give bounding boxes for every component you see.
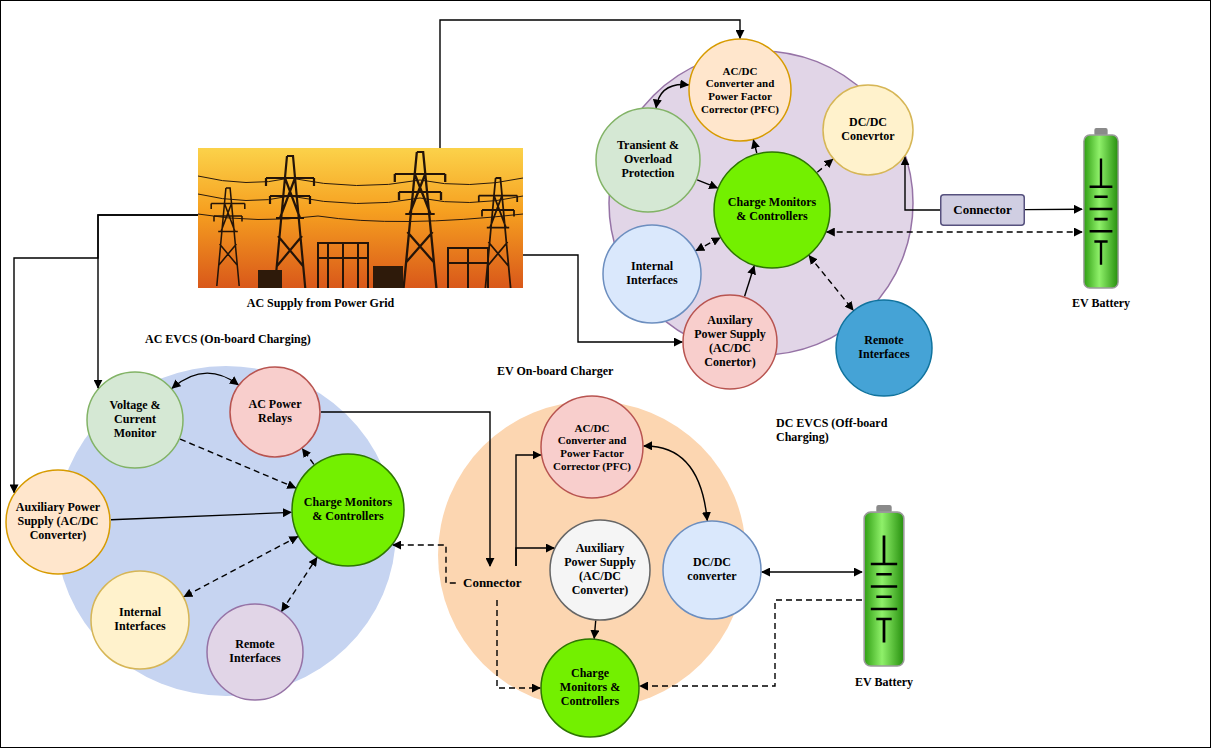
component-circle: Charge Monitors & Controllers	[291, 453, 405, 567]
battery-body	[1084, 135, 1118, 288]
picture-caption: AC Supply from Power Grid	[158, 296, 483, 310]
component-circle: Auxiliary Power Supply (AC/DC Converter)	[5, 469, 111, 575]
circle-shape	[714, 152, 830, 268]
circle-shape	[230, 367, 320, 457]
component-circle: Internal Interfaces	[602, 224, 702, 324]
component-circle: Remote Interfaces	[206, 603, 304, 701]
battery-body	[864, 512, 904, 666]
battery-icon	[1082, 128, 1120, 290]
circle-shape	[87, 372, 183, 468]
component-circle: Charge Monitors & Controllers	[713, 151, 831, 269]
pylon	[479, 178, 517, 288]
substation	[318, 243, 488, 288]
picture-node: AC Supply from Power Grid	[198, 148, 523, 288]
component-circle: Auxilary Power Supply (AC/DC Conertor)	[682, 294, 778, 390]
connector-label: Connector	[953, 202, 1012, 218]
component-circle: Auxiliary Power Supply (AC/DC Converter)	[549, 519, 651, 621]
picture-caption: EV Battery	[839, 675, 929, 689]
component-circle: AC Power Relays	[229, 366, 321, 458]
circle-label: AC Power Relays	[238, 398, 312, 426]
power-link	[762, 571, 862, 572]
power-link	[98, 215, 198, 388]
connector-box: Connector	[456, 566, 529, 600]
circle-label: Voltage & Current Monitor	[96, 399, 174, 440]
circle-shape	[207, 604, 303, 700]
group-region: EV On-board ChargerAC/DC Converter and P…	[437, 400, 747, 710]
label-holder: EV On-board Charger	[497, 364, 657, 378]
circle-shape	[541, 396, 643, 498]
circle-label: Remote Interfaces	[216, 638, 294, 666]
component-circle: Remote Interfaces	[835, 299, 933, 397]
sunset-sky	[198, 148, 523, 288]
component-circle: Voltage & Current Monitor	[86, 371, 184, 469]
circle-shape	[689, 39, 791, 141]
component-circle: Transient & Overload Protection	[595, 107, 701, 213]
transformer	[258, 270, 282, 288]
circle-shape	[683, 295, 777, 389]
power-grid-photo	[198, 148, 523, 288]
pylon	[211, 188, 245, 286]
picture-node: EV Battery	[1082, 128, 1120, 290]
group-label: DC EVCS (Off-board Charging)	[776, 416, 906, 445]
circle-label: Internal Interfaces	[612, 260, 692, 288]
circle-shape	[541, 639, 639, 737]
component-circle: Internal Interfaces	[90, 570, 190, 670]
circle-label: Auxilary Power Supply (AC/DC Conertor)	[692, 314, 769, 369]
group-label: AC EVCS (On-board Charging)	[145, 332, 375, 346]
circle-shape	[292, 454, 404, 566]
group-region: DC EVCS (Off-board Charging)AC/DC Conver…	[608, 50, 914, 356]
circle-label: Transient & Overload Protection	[606, 139, 691, 180]
circle-shape	[836, 300, 932, 396]
group-label: EV On-board Charger	[497, 364, 657, 378]
battery-symbol	[1090, 158, 1113, 264]
circle-shape	[91, 571, 189, 669]
circle-shape	[6, 470, 110, 574]
connector-box: Connector	[940, 194, 1025, 226]
label-holder: EV Battery	[839, 675, 929, 689]
circle-label: Internal Interfaces	[100, 606, 180, 634]
circle-label: AC/DC Converter and Power Factor Correct…	[551, 422, 634, 473]
group-outline	[55, 365, 397, 697]
component-circle: AC/DC Converter and Power Factor Correct…	[540, 395, 644, 499]
component-circle: DC/DC Conevrtor	[822, 84, 914, 176]
circle-shape	[603, 225, 701, 323]
label-holder: DC EVCS (Off-board Charging)	[776, 416, 906, 445]
circle-shape	[550, 520, 650, 620]
circle-label: AC/DC Converter and Power Factor Correct…	[699, 65, 782, 116]
power-lines	[198, 176, 523, 222]
circle-label: DC/DC converter	[672, 556, 752, 584]
label-holder: AC Supply from Power Grid	[158, 296, 483, 310]
component-circle: AC/DC Converter and Power Factor Correct…	[688, 38, 792, 142]
component-circle: DC/DC converter	[662, 520, 762, 620]
group-region: AC EVCS (On-board Charging)Voltage & Cur…	[55, 365, 397, 697]
circle-label: Auxiliary Power Supply (AC/DC Converter)	[16, 501, 101, 542]
circle-shape	[823, 85, 913, 175]
picture-node: EV Battery	[862, 505, 906, 668]
circle-label: Charge Monitors & Controllers	[550, 667, 630, 708]
circle-label: Auxiliary Power Supply (AC/DC Converter)	[559, 542, 641, 597]
circle-shape	[596, 108, 700, 212]
connector-label: Connector	[463, 575, 522, 591]
picture-caption: EV Battery	[1056, 296, 1146, 310]
circle-label: DC/DC Conevrtor	[831, 116, 905, 144]
circle-shape	[663, 521, 761, 619]
label-holder: EV Battery	[1056, 296, 1146, 310]
transformer	[373, 266, 403, 288]
label-holder: AC EVCS (On-board Charging)	[145, 332, 375, 346]
battery-symbol	[871, 536, 897, 643]
circle-label: Charge Monitors & Controllers	[303, 496, 394, 524]
battery-icon	[862, 505, 906, 668]
circle-label: Charge Monitors & Controllers	[725, 196, 819, 224]
component-circle: Charge Monitors & Controllers	[540, 638, 640, 738]
power-link	[14, 215, 198, 493]
circle-label: Remote Interfaces	[845, 334, 923, 362]
box-shape	[941, 195, 1025, 226]
pylon	[266, 156, 314, 288]
power-link	[1025, 208, 1082, 210]
